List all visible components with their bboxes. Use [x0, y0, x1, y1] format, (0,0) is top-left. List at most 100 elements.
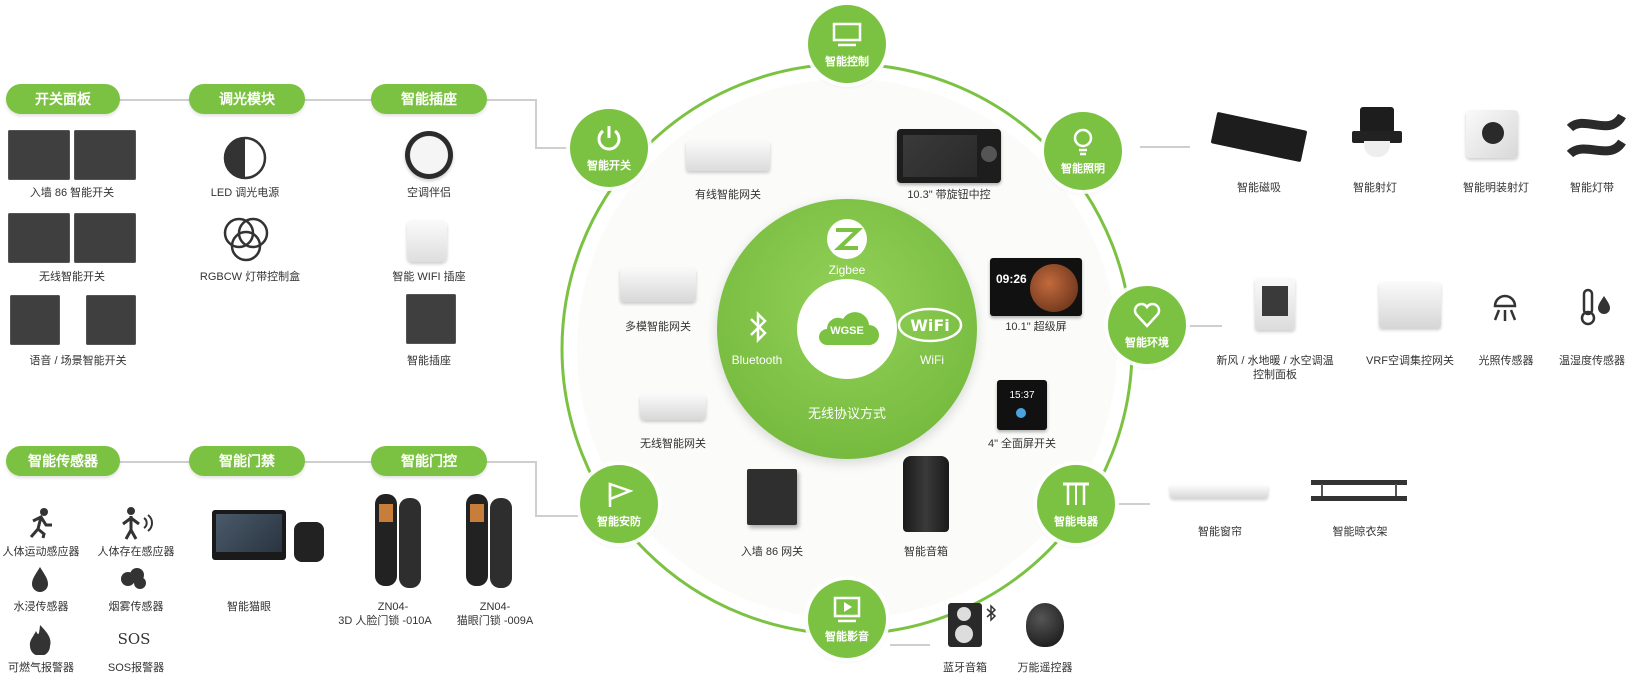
vrf-gateway-image [1379, 282, 1441, 328]
full-screen-switch-label: 4" 全面屏开关 [987, 438, 1057, 450]
cloud-icon [819, 312, 879, 345]
multi-gateway-label: 多模智能网关 [625, 321, 691, 333]
node-security[interactable]: 智能安防 [580, 465, 658, 543]
wireless-switch-label: 无线智能开关 [39, 271, 105, 283]
water-sensor-label: 水浸传感器 [13, 601, 69, 613]
pill-dimmer[interactable]: 调光模块 [189, 84, 305, 114]
central-control-label: 10.3" 带旋钮中控 [907, 189, 991, 201]
wireless-gateway-image [640, 394, 706, 420]
scene-switch-label: 语音 / 场景智能开关 [29, 355, 127, 367]
smart-speaker-image [903, 456, 949, 532]
face-lock-model: ZN04- [377, 601, 409, 613]
bluetooth-label: Bluetooth [731, 353, 783, 367]
smoke-sensor-label: 烟雾传感器 [108, 601, 164, 613]
curtain-motor-image [1170, 484, 1268, 498]
universal-remote-label: 万能遥控器 [1017, 662, 1073, 674]
rgb-icon [223, 217, 269, 262]
heart-icon [1133, 302, 1161, 328]
smart-socket-image [406, 294, 456, 344]
vrf-gateway-label: VRF空调集控网关 [1366, 355, 1454, 367]
node-appliance[interactable]: 智能电器 [1037, 465, 1115, 543]
wgse-logo: WGSE [830, 325, 864, 337]
ac-companion-image [405, 131, 453, 179]
multi-gateway-image [620, 268, 696, 302]
wifi-socket-label: 智能 WIFI 插座 [392, 271, 466, 283]
bulb-icon [1073, 128, 1093, 156]
climate-panel-image [1255, 278, 1295, 330]
light-strip-label: 智能灯带 [1570, 182, 1614, 194]
switch-screen-time: 15:37 [1009, 390, 1035, 401]
presence-icon [122, 507, 153, 540]
pill-switch-panel[interactable]: 开关面板 [6, 84, 120, 114]
pill-door[interactable]: 智能门控 [371, 446, 487, 476]
display-icon [832, 22, 862, 47]
presence-sensor-label: 人体存在感应器 [97, 546, 175, 558]
protocol-disc: Zigbee Bluetooth WGSE WiFi WiFi 无线协议方式 [717, 199, 977, 459]
drying-rack-label: 智能晾衣架 [1332, 526, 1388, 538]
super-screen-image: 09:26 [990, 258, 1082, 316]
node-switch-label: 智能开关 [587, 160, 631, 172]
surface-spotlight-label: 智能明装射灯 [1463, 182, 1529, 194]
wireless-gateway-label: 无线智能网关 [640, 438, 706, 450]
wall-switch-label: 入墙 86 智能开关 [29, 187, 115, 199]
sos-alarm-label: SOS报警器 [107, 662, 165, 674]
universal-remote-image [1026, 603, 1064, 647]
node-lighting-label: 智能照明 [1061, 163, 1105, 175]
bt-speaker-image [948, 603, 982, 647]
motion-sensor-label: 人体运动感应器 [2, 546, 80, 558]
super-screen-label: 10.1" 超级屏 [1005, 321, 1067, 333]
node-security-label: 智能安防 [597, 516, 641, 528]
peephole-image [212, 508, 324, 564]
peephole-lock-model: ZN04- [479, 601, 511, 613]
surface-spotlight-image [1466, 110, 1518, 158]
spotlight-label: 智能射灯 [1353, 182, 1397, 194]
climate-panel-label-1: 新风 / 水地暖 / 水空调温 [1216, 355, 1334, 367]
pill-sensors[interactable]: 智能传感器 [6, 446, 120, 476]
face-lock-name: 3D 人脸门锁 -010A [338, 615, 432, 627]
temp-humidity-icon [1580, 288, 1610, 326]
node-control-label: 智能控制 [825, 56, 869, 68]
peephole-lock-name: 猫眼门锁 -009A [456, 615, 534, 627]
smoke-icon [121, 568, 146, 589]
peephole-label: 智能猫眼 [227, 601, 271, 613]
ac-companion-label: 空调伴侣 [407, 187, 451, 199]
curtain-label: 智能窗帘 [1198, 526, 1242, 538]
light-strip-icon [1566, 113, 1626, 158]
wired-gateway-image [686, 141, 770, 171]
node-control[interactable]: 智能控制 [808, 5, 886, 83]
sos-icon: SOS [117, 630, 151, 648]
wall-switch-image [8, 130, 136, 182]
node-switch[interactable]: 智能开关 [570, 109, 648, 187]
spotlight-image [1352, 107, 1402, 161]
rgbcw-label: RGBCW 灯带控制盒 [199, 271, 301, 283]
zigbee-label: Zigbee [828, 263, 866, 277]
bluetooth-small-icon [986, 604, 997, 622]
smart-socket-label: 智能插座 [407, 355, 451, 367]
wifi-socket-image [407, 220, 447, 262]
node-lighting[interactable]: 智能照明 [1044, 112, 1122, 190]
pill-access[interactable]: 智能门禁 [189, 446, 305, 476]
node-environment[interactable]: 智能环境 [1108, 286, 1186, 364]
climate-panel-label-2: 控制面板 [1253, 369, 1297, 381]
led-dimmer-label: LED 调光电源 [210, 187, 280, 199]
smart-speaker-label: 智能音箱 [904, 546, 948, 558]
dimmer-icon [223, 136, 267, 180]
bluetooth-icon [750, 310, 767, 344]
center-caption: 无线协议方式 [807, 406, 886, 421]
light-sensor-icon [1493, 294, 1517, 321]
play-icon [833, 596, 861, 623]
magnetic-light-label: 智能磁吸 [1237, 182, 1281, 194]
wall-gateway-image [747, 469, 797, 525]
gas-alarm-label: 可燃气报警器 [8, 662, 74, 674]
super-screen-time: 09:26 [996, 272, 1027, 286]
node-environment-label: 智能环境 [1125, 337, 1169, 349]
node-av-label: 智能影音 [825, 631, 869, 643]
pill-socket[interactable]: 智能插座 [371, 84, 487, 114]
node-av[interactable]: 智能影音 [808, 580, 886, 658]
drying-rack-image [1311, 480, 1407, 502]
scene-switch-image [10, 295, 138, 347]
flag-icon [608, 482, 634, 507]
zigbee-icon [827, 219, 867, 259]
running-person-icon [29, 508, 52, 539]
full-screen-switch-image: 15:37 [997, 380, 1047, 430]
